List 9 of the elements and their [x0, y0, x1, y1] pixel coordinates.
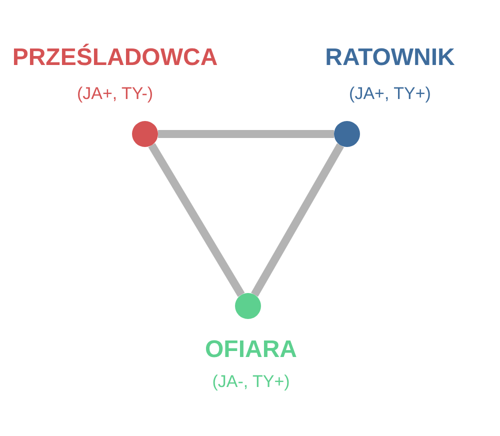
connector-line: [158, 130, 334, 138]
connector-line: [148, 143, 245, 297]
role-subtitle: (JA+, TY+): [349, 84, 431, 104]
connector-line: [251, 143, 344, 297]
role-subtitle: (JA+, TY-): [76, 84, 154, 104]
role-title: OFIARA: [205, 336, 297, 364]
role-title: RATOWNIK: [325, 44, 455, 72]
role-title: PRZEŚLADOWCA: [12, 44, 218, 72]
role-subtitle: (JA-, TY+): [212, 372, 290, 392]
